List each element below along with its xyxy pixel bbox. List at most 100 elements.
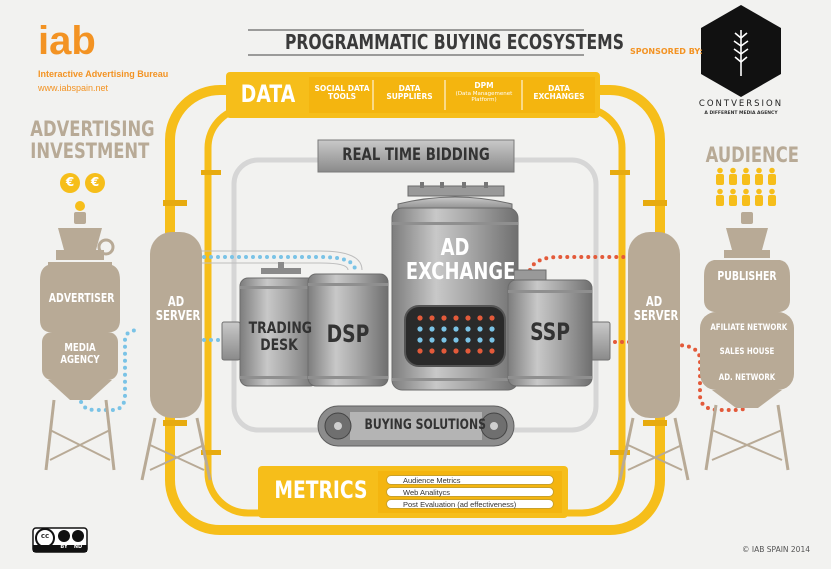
exchange-dot [489, 337, 495, 343]
right-ad-server-label: AD SERVER [633, 295, 679, 324]
coin-2: € [90, 175, 100, 189]
exchange-dot [429, 348, 435, 354]
person-icon-body [768, 174, 776, 185]
person-icon-head [743, 167, 749, 174]
trading-desk-machine [239, 262, 319, 387]
exchange-dot [477, 326, 483, 332]
exchange-dot [429, 326, 435, 332]
person-icon-body [716, 195, 724, 206]
data-item-dpm: DPM [474, 81, 494, 90]
cc-by: BY [60, 544, 68, 550]
exchange-dot [489, 326, 495, 332]
person-icon-head [756, 188, 762, 195]
contversion-logo-mark [701, 5, 781, 97]
metric-audience: Audience Metrics [386, 475, 554, 485]
buying-solutions-label: BUYING SOLUTIONS [364, 417, 486, 433]
page-title: PROGRAMMATIC BUYING ECOSYSTEMS [284, 30, 624, 54]
person-icon-body [729, 174, 737, 185]
metric-web-analytics: Web Analitycs [386, 487, 554, 497]
exchange-dot [465, 337, 471, 343]
conveyor-belt [317, 405, 515, 447]
exchange-dot [465, 326, 471, 332]
cc-license-badge [32, 527, 88, 553]
exchange-dot [417, 315, 423, 321]
publisher-silo [700, 212, 794, 471]
exchange-dot [429, 315, 435, 321]
copyright: © IAB SPAIN 2014 [742, 545, 810, 554]
person-icon-body [768, 195, 776, 206]
metrics-label: METRICS [274, 476, 368, 504]
rtb-label: REAL TIME BIDDING [342, 145, 490, 165]
ad-network-label: AD. NETWORK [718, 373, 776, 383]
data-item-suppliers: DATA SUPPLIERS [386, 84, 433, 101]
blue-dot-outline [197, 250, 363, 271]
ad-exchange-label: AD EXCHANGE [405, 235, 516, 286]
red-dot-path [528, 255, 752, 412]
exchange-dot [453, 348, 459, 354]
pipe-joints [163, 170, 667, 455]
person-icon-head [756, 167, 762, 174]
person-icon-head [743, 188, 749, 195]
ssp-machine [507, 269, 593, 387]
left-ad-server [140, 232, 212, 481]
exchange-window-dots [417, 315, 495, 354]
trading-desk-label: TRADING DESK [248, 318, 313, 354]
person-icon-body [716, 174, 724, 185]
advertising-investment-heading: ADVERTISING INVESTMENT [30, 117, 155, 164]
advertiser-silo [40, 212, 120, 471]
title-rules [248, 29, 584, 56]
person-icon-body [729, 195, 737, 206]
media-agency-label: MEDIA AGENCY [60, 341, 100, 366]
exchange-dot [489, 348, 495, 354]
exchange-dot [477, 315, 483, 321]
person-icon-head [769, 188, 775, 195]
ad-exchange-machine [391, 182, 519, 391]
exchange-dot [417, 337, 423, 343]
exchange-dot [441, 315, 447, 321]
coin-1: € [65, 175, 75, 189]
person-icon-body [755, 195, 763, 206]
person-icon-head [717, 167, 723, 174]
sponsor-name: CONTVERSION [698, 99, 784, 109]
exchange-dot [477, 348, 483, 354]
advertiser-label: ADVERTISER [48, 291, 115, 305]
person-icon-head [730, 188, 736, 195]
audience-heading: AUDIENCE [705, 143, 799, 167]
exchange-dot [453, 337, 459, 343]
exchange-dot [465, 348, 471, 354]
iab-url[interactable]: www.iabspain.net [38, 83, 109, 93]
right-ad-server [618, 232, 690, 481]
machine-connectors [221, 321, 611, 361]
person-icon-body [755, 174, 763, 185]
exchange-dot [441, 348, 447, 354]
left-ad-server-label: AD SERVER [155, 295, 201, 324]
person-icon-body [742, 195, 750, 206]
person-icon-head [730, 167, 736, 174]
rtb-banner [317, 139, 515, 173]
blue-dot-path [78, 255, 357, 412]
ssp-label: SSP [530, 318, 570, 346]
exchange-dot [441, 337, 447, 343]
exchange-dot [477, 337, 483, 343]
audience-people [716, 167, 776, 206]
exchange-dot [441, 326, 447, 332]
sponsor-label: SPONSORED BY: [630, 47, 703, 56]
person-icon-head [769, 167, 775, 174]
person-icon-body [742, 174, 750, 185]
euro-coins [60, 173, 105, 211]
data-label: DATA [240, 80, 296, 108]
dsp-machine [307, 273, 389, 387]
affiliate-network-label: AFILIATE NETWORK [710, 323, 788, 333]
exchange-dot [417, 326, 423, 332]
dsp-label: DSP [326, 320, 370, 348]
cc-nd: ND [73, 544, 83, 550]
iab-logo: iab [38, 19, 96, 63]
data-item-dpm-sub: (Data Managemenet Platform) [455, 91, 513, 103]
publisher-label: PUBLISHER [717, 269, 777, 283]
cc-label: cc [40, 532, 50, 540]
sales-house-label: SALES HOUSE [719, 347, 775, 357]
data-bar [226, 72, 600, 118]
exchange-dot [453, 326, 459, 332]
exchange-dot [465, 315, 471, 321]
